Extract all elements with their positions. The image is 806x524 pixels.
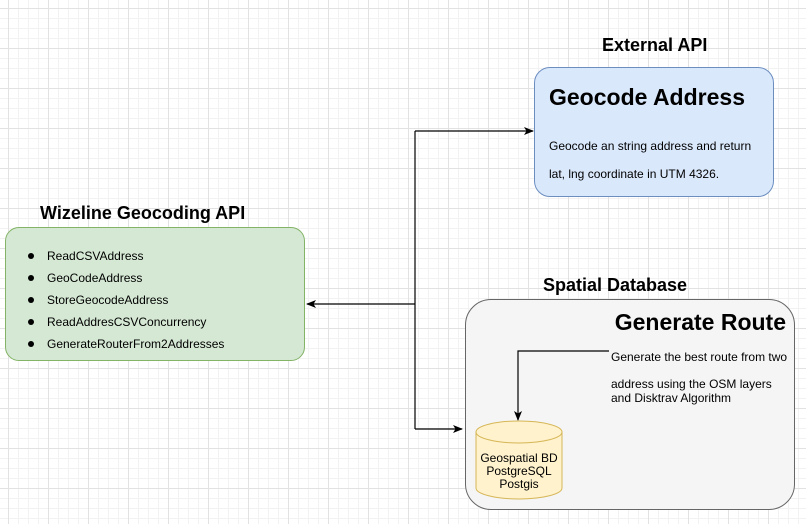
generate-route-title: Generate Route (614, 309, 786, 335)
wizeline-heading: Wizeline Geocoding API (40, 203, 246, 223)
list-item: ReadCSVAddress (28, 245, 224, 267)
geospatial-db-label: Geospatial BD PostgreSQL Postgis (476, 452, 562, 491)
geocode-address-description: Geocode an string address and return lat… (549, 139, 752, 181)
wizeline-function-list: ReadCSVAddress GeoCodeAddress StoreGeoco… (28, 245, 224, 355)
geocode-address-title: Geocode Address (549, 84, 745, 110)
wizeline-api-box[interactable]: ReadCSVAddress GeoCodeAddress StoreGeoco… (5, 227, 305, 361)
arrow-route-to-db (514, 350, 609, 421)
geocode-address-box[interactable]: Geocode Address Geocode an string addres… (534, 67, 774, 197)
list-item: ReadAddresCSVConcurrency (28, 311, 224, 333)
list-item: StoreGeocodeAddress (28, 289, 224, 311)
generate-route-description-line2: address using the OSM layers and Disktra… (611, 377, 772, 405)
external-api-heading: External API (602, 35, 708, 55)
generate-route-description-line1: Generate the best route from two (611, 350, 788, 364)
db-label-line2: PostgreSQL (486, 464, 552, 478)
db-label-line3: Postgis (499, 477, 539, 491)
geospatial-db-cylinder-icon (475, 420, 563, 500)
spatial-database-heading: Spatial Database (543, 275, 688, 295)
list-item: GenerateRouterFrom2Addresses (28, 333, 224, 355)
generate-route-description: Generate the best route from two address… (611, 350, 793, 405)
db-label-line1: Geospatial BD (480, 451, 558, 465)
list-item: GeoCodeAddress (28, 267, 224, 289)
